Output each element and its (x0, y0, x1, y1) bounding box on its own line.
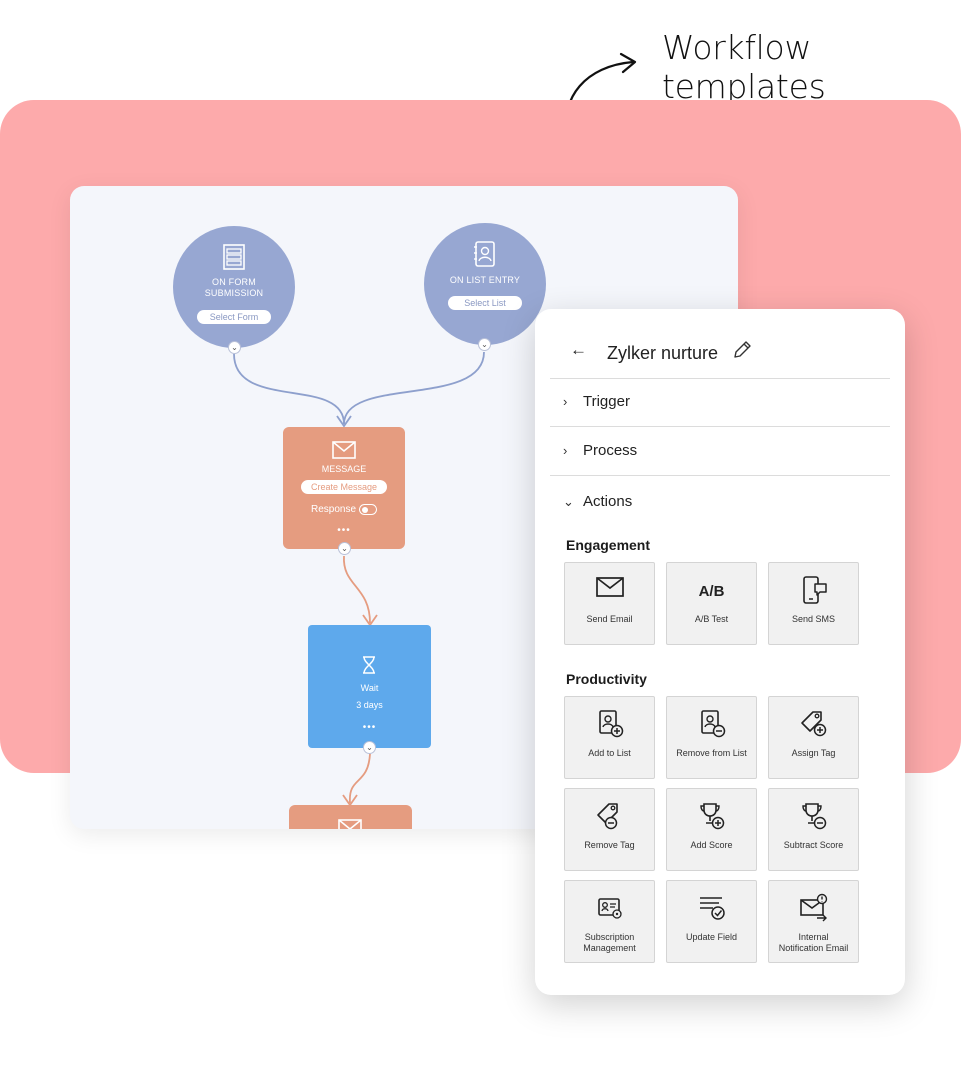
divider (550, 378, 890, 379)
headline: Workflow templates (662, 28, 826, 106)
section-label: Trigger (583, 393, 630, 410)
tile-label: Remove from List (676, 748, 747, 758)
wait-title: Wait (360, 683, 379, 693)
response-label: Response (310, 504, 357, 516)
notification-email-icon (799, 893, 827, 922)
chevron-down-icon[interactable]: ⌄ (363, 741, 376, 754)
tile-label: A/B Test (694, 614, 729, 624)
tile-add-to-list[interactable]: Add to List (564, 696, 655, 779)
mail-icon (338, 819, 362, 829)
more-options-icon[interactable]: ••• (362, 722, 377, 733)
panel-header: ← Zylker nurture (535, 309, 905, 379)
workflow-panel: ← Zylker nurture › Trigger › Process ⌄ Acti… (535, 309, 905, 995)
wait-node[interactable]: Wait 3 days ••• (308, 625, 431, 748)
wait-duration: 3 days (356, 700, 383, 710)
create-message-button[interactable]: Create Message (301, 480, 387, 494)
remove-from-list-icon (700, 710, 725, 738)
tile-label: Add Score (690, 840, 733, 850)
select-list-button[interactable]: Select List (448, 296, 522, 310)
tile-label: Update Field (685, 932, 738, 942)
assign-tag-icon (800, 711, 826, 737)
tile-label: Send SMS (791, 614, 836, 624)
group-title-productivity: Productivity (566, 671, 647, 687)
tile-send-sms[interactable]: Send SMS (768, 562, 859, 645)
response-toggle-row[interactable]: Response (283, 504, 405, 515)
update-field-icon (699, 897, 725, 920)
form-icon (223, 244, 245, 270)
mail-icon (332, 441, 356, 459)
trigger-node-list-entry[interactable]: ON LIST ENTRY Select List (424, 223, 546, 345)
tile-label: Remove Tag (584, 840, 635, 850)
add-score-icon (699, 803, 724, 830)
chevron-right-icon: › (563, 443, 568, 458)
trigger-label: SUBMISSION (204, 288, 264, 298)
chevron-down-icon: ⌄ (563, 494, 574, 509)
subscription-icon (597, 898, 622, 919)
tile-label: Assign Tag (791, 748, 836, 758)
chevron-right-icon: › (563, 394, 568, 409)
tile-label: Send Email (586, 614, 633, 624)
ab-test-icon: A/B (698, 583, 725, 600)
chevron-down-icon[interactable]: ⌄ (478, 338, 491, 351)
section-process[interactable]: › Process (563, 442, 637, 459)
tile-add-score[interactable]: Add Score (666, 788, 757, 871)
select-form-button[interactable]: Select Form (197, 310, 271, 324)
message-node[interactable]: MESSAGE Create Message Response ••• (283, 427, 405, 549)
section-label: Process (583, 442, 638, 459)
subtract-score-icon (801, 803, 826, 830)
back-arrow-icon[interactable]: ← (570, 340, 587, 359)
mail-icon (595, 577, 624, 597)
remove-tag-icon (596, 803, 618, 830)
tile-label-line: Notification Email (778, 943, 849, 953)
divider (550, 475, 890, 476)
tile-update-field[interactable]: Update Field (666, 880, 757, 963)
tile-remove-from-list[interactable]: Remove from List (666, 696, 757, 779)
trigger-label: ON LIST ENTRY (449, 275, 521, 285)
trigger-label: ON FORM (212, 277, 256, 287)
section-actions[interactable]: ⌄ Actions (563, 493, 632, 510)
tile-subtract-score[interactable]: Subtract Score (768, 788, 859, 871)
trigger-node-form-submission[interactable]: ON FORM SUBMISSION Select Form (173, 226, 295, 348)
tile-assign-tag[interactable]: Assign Tag (768, 696, 859, 779)
edit-pencil-icon[interactable] (732, 340, 752, 360)
tile-label: Add to List (588, 748, 631, 758)
sms-phone-icon (802, 576, 827, 604)
chevron-down-icon[interactable]: ⌄ (228, 341, 241, 354)
tile-label: Subtract Score (783, 840, 844, 850)
tile-label-line: Subscription (584, 932, 635, 942)
tile-send-email[interactable]: Send Email (564, 562, 655, 645)
tile-remove-tag[interactable]: Remove Tag (564, 788, 655, 871)
tile-label-line: Internal (798, 932, 829, 942)
divider (550, 426, 890, 427)
section-label: Actions (583, 493, 633, 510)
group-title-engagement: Engagement (566, 537, 651, 553)
more-options-icon[interactable]: ••• (337, 525, 351, 536)
message-title: MESSAGE (321, 464, 367, 474)
hourglass-icon (363, 656, 375, 674)
chevron-down-icon[interactable]: ⌄ (338, 542, 351, 555)
response-toggle[interactable] (359, 504, 378, 515)
section-trigger[interactable]: › Trigger (563, 393, 630, 410)
tile-ab-test[interactable]: A/B A/B Test (666, 562, 757, 645)
message-node-next[interactable] (289, 805, 412, 829)
add-to-list-icon (598, 710, 623, 738)
panel-title: Zylker nurture (607, 343, 719, 363)
tile-label-line: Management (583, 943, 636, 953)
contact-list-icon (474, 241, 495, 267)
